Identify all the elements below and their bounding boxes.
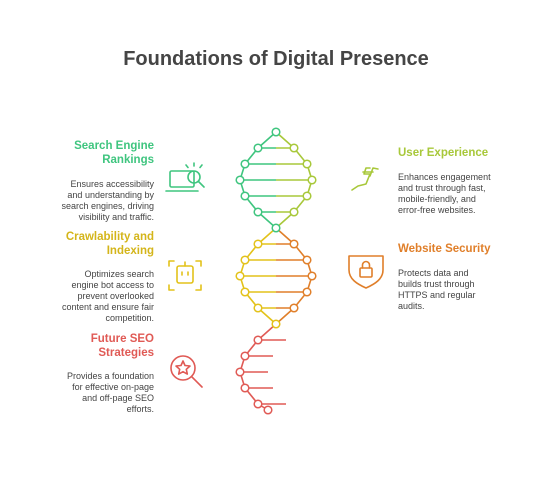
helix-node <box>302 191 312 201</box>
hand-thumbs-icon <box>351 167 379 191</box>
desc-line: prevent overlooked <box>77 291 154 301</box>
desc-line: mobile-friendly, and <box>398 194 476 204</box>
heading-future-seo: Future SEO Strategies <box>40 332 154 360</box>
heading-line: Rankings <box>102 154 154 166</box>
heading-search-engine-rankings: Search Engine Rankings <box>40 139 154 167</box>
helix-node <box>253 335 263 345</box>
helix-node <box>235 175 245 185</box>
desc-line: error-free websites. <box>398 205 476 215</box>
helix-node <box>302 159 312 169</box>
helix-node <box>289 303 299 313</box>
helix-node <box>307 175 317 185</box>
helix-node <box>253 207 263 217</box>
helix-node <box>271 319 281 329</box>
helix-node <box>289 143 299 153</box>
desc-line: and trust through fast, <box>398 183 486 193</box>
heading-line: Future SEO <box>90 333 154 345</box>
desc-line: Ensures accessibility <box>70 179 154 189</box>
helix-node <box>240 191 250 201</box>
heading-line: User Experience <box>398 147 489 159</box>
desc-line: audits. <box>398 301 425 311</box>
desc-line: Enhances engagement <box>398 172 491 182</box>
desc-website-security: Protects data and builds trust through H… <box>398 268 538 312</box>
desc-line: efforts. <box>126 404 154 414</box>
helix-node <box>307 271 317 281</box>
helix-node <box>302 255 312 265</box>
desc-line: Provides a foundation <box>66 371 154 381</box>
helix-node <box>271 223 281 233</box>
desc-line: and understanding by <box>67 190 154 200</box>
helix-node <box>240 255 250 265</box>
helix-node <box>240 383 250 393</box>
helix-node <box>235 367 245 377</box>
desc-line: builds trust through <box>398 279 475 289</box>
desc-line: search engines, driving <box>61 201 154 211</box>
desc-line: and off-page SEO <box>82 393 154 403</box>
helix-node <box>271 127 281 137</box>
desc-line: visibility and traffic. <box>78 212 154 222</box>
robot-icon <box>168 260 202 291</box>
desc-crawlability-indexing: Optimizes search engine bot access to pr… <box>30 269 154 324</box>
helix-layer <box>235 127 317 415</box>
heading-line: Website Security <box>398 243 491 255</box>
helix-node <box>235 271 245 281</box>
helix-node <box>240 351 250 361</box>
desc-line: Protects data and <box>398 268 469 278</box>
helix-node <box>240 159 250 169</box>
helix-node <box>240 287 250 297</box>
helix-node <box>253 303 263 313</box>
heading-website-security: Website Security <box>398 242 538 256</box>
shield-lock-icon <box>348 255 384 289</box>
star-magnifier-icon <box>170 355 203 388</box>
helix-node <box>289 239 299 249</box>
heading-user-experience: User Experience <box>398 146 538 160</box>
helix-node <box>289 207 299 217</box>
desc-search-engine-rankings: Ensures accessibility and understanding … <box>30 179 154 223</box>
heading-line: Indexing <box>106 245 154 257</box>
heading-line: Search Engine <box>74 140 154 152</box>
helix-node <box>253 239 263 249</box>
desc-future-seo: Provides a foundation for effective on-p… <box>30 371 154 415</box>
helix-node <box>263 405 273 415</box>
helix-node <box>253 143 263 153</box>
search-computer-icon <box>165 162 205 192</box>
desc-line: HTTPS and regular <box>398 290 476 300</box>
heading-line: Strategies <box>98 347 154 359</box>
heading-crawlability-indexing: Crawlability and Indexing <box>40 230 154 258</box>
page-title: Foundations of Digital Presence <box>123 48 429 70</box>
desc-line: for effective on-page <box>72 382 154 392</box>
helix-node <box>302 287 312 297</box>
desc-line: competition. <box>105 313 154 323</box>
desc-line: Optimizes search <box>84 269 154 279</box>
desc-line: content and ensure fair <box>61 302 154 312</box>
desc-line: engine bot access to <box>71 280 154 290</box>
heading-line: Crawlability and <box>65 231 154 243</box>
helix-node <box>253 399 263 409</box>
desc-user-experience: Enhances engagement and trust through fa… <box>398 172 538 216</box>
